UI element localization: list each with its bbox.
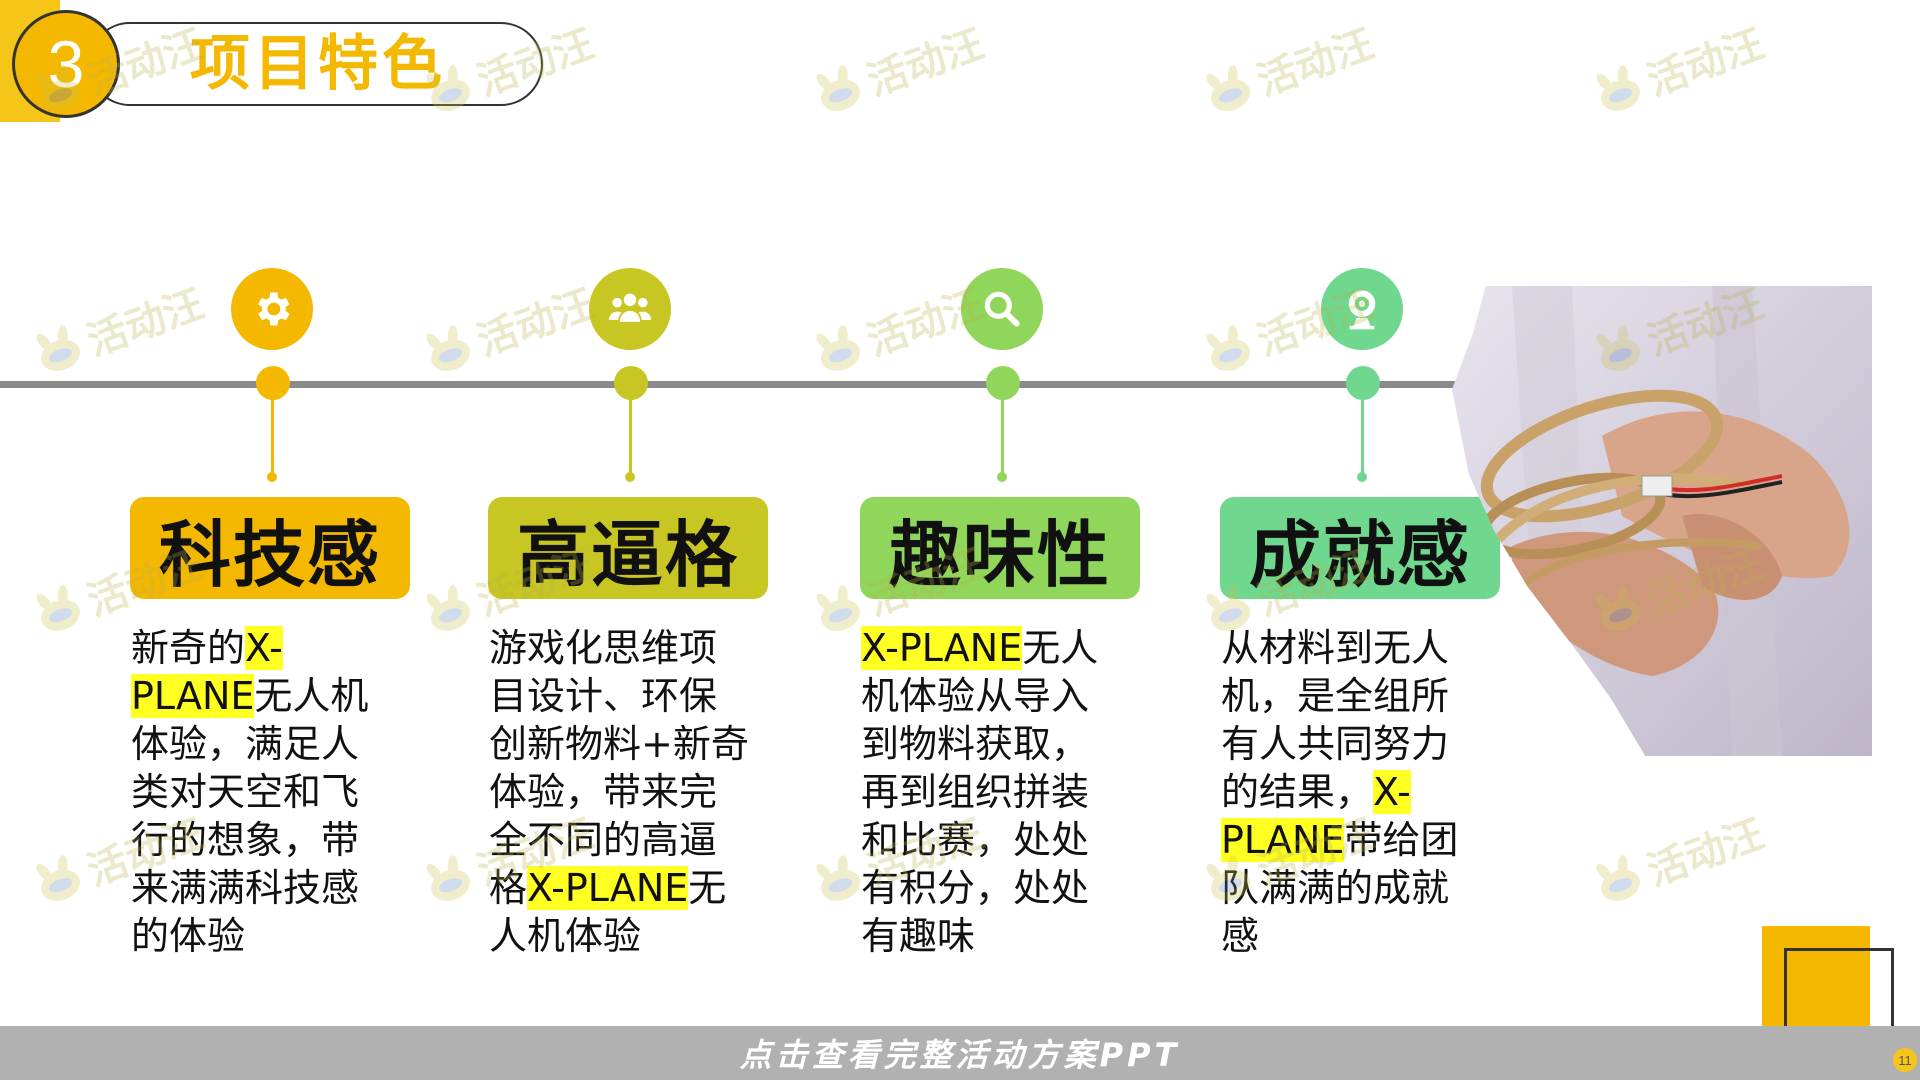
- timeline-stem-end: [267, 472, 277, 482]
- timeline-dot: [256, 366, 290, 400]
- feature-description: 从材料到无人机，是全组所有人共同努力的结果，X-PLANE带给团队满满的成就感: [1221, 624, 1483, 960]
- timeline-stem: [1361, 398, 1364, 478]
- feature-label: 趣味性: [860, 497, 1140, 599]
- watermark-text: 活动汪: [1641, 21, 1770, 106]
- feature-description: X-PLANE无人机体验从导入到物料获取，再到组织拼装和比赛，处处有积分，处处有…: [861, 624, 1123, 960]
- description-text: 无人机体验: [489, 866, 727, 958]
- watermark-logo-icon: [36, 855, 80, 901]
- bottom-link-bar[interactable]: 点击查看完整活动方案PPT: [0, 1026, 1920, 1080]
- watermark-logo-icon: [1596, 65, 1640, 111]
- feature-description: 新奇的X-PLANE无人机体验，满足人类对天空和飞行的想象，带来满满科技感的体验: [131, 624, 393, 960]
- timeline-dot: [986, 366, 1020, 400]
- feature-label: 科技感: [130, 497, 410, 599]
- watermark-logo-icon: [36, 325, 80, 371]
- highlighted-text: X-PLANE: [527, 866, 689, 910]
- page-number: 11: [1893, 1048, 1917, 1072]
- timeline-dot: [614, 366, 648, 400]
- section-number: 3: [47, 27, 85, 101]
- description-text: 游戏化思维项目设计、环保创新物料+新奇体验，带来完全不同的高逼格: [489, 626, 749, 910]
- watermark-logo-icon: [36, 585, 80, 631]
- corner-decoration-square: [1762, 926, 1870, 1036]
- search-icon: [961, 268, 1043, 350]
- watermark-logo-icon: [1596, 855, 1640, 901]
- timeline-stem: [271, 398, 274, 478]
- section-number-badge: 3: [12, 10, 120, 118]
- group-icon: [589, 268, 671, 350]
- section-title-pill: [88, 22, 543, 106]
- feature-label: 成就感: [1220, 497, 1500, 599]
- timeline-stem-end: [997, 472, 1007, 482]
- watermark: 活动汪: [1585, 802, 1770, 917]
- feature-label: 高逼格: [488, 497, 768, 599]
- drone-assembly-photo: [1452, 286, 1872, 756]
- timeline-line: [0, 381, 1480, 388]
- timeline-dot: [1346, 366, 1380, 400]
- section-title: 项目特色: [190, 29, 446, 99]
- highlighted-text: X-PLANE: [861, 626, 1023, 670]
- view-full-plan-link[interactable]: 点击查看完整活动方案PPT: [739, 1036, 1181, 1074]
- feature-column: 高逼格游戏化思维项目设计、环保创新物料+新奇体验，带来完全不同的高逼格X-PLA…: [486, 0, 786, 1000]
- feature-column: 成就感从材料到无人机，是全组所有人共同努力的结果，X-PLANE带给团队满满的成…: [1218, 0, 1518, 1000]
- webcam-icon: [1321, 268, 1403, 350]
- timeline-stem-end: [625, 472, 635, 482]
- timeline-stem: [1001, 398, 1004, 478]
- timeline-stem: [629, 398, 632, 478]
- description-text: 从材料到无人机，是全组所有人共同努力的结果，: [1221, 626, 1450, 814]
- description-text: 无人机体验从导入到物料获取，再到组织拼装和比赛，处处有积分，处处有趣味: [861, 626, 1099, 958]
- feature-column: 趣味性 X-PLANE无人机体验从导入到物料获取，再到组织拼装和比赛，处处有积分，…: [858, 0, 1158, 1000]
- timeline-stem-end: [1357, 472, 1367, 482]
- feature-description: 游戏化思维项目设计、环保创新物料+新奇体验，带来完全不同的高逼格X-PLANE无…: [489, 624, 751, 960]
- watermark-text: 活动汪: [1641, 811, 1770, 896]
- description-text: 带给团队满满的成就感: [1221, 818, 1459, 958]
- watermark: 活动汪: [1585, 12, 1770, 127]
- description-text: 新奇的: [131, 626, 246, 670]
- description-text: 无人机体验，满足人类对天空和飞行的想象，带来满满科技感的体验: [131, 674, 369, 958]
- gear-icon: [231, 268, 313, 350]
- feature-column: 科技感新奇的X-PLANE无人机体验，满足人类对天空和飞行的想象，带来满满科技感…: [128, 0, 428, 1000]
